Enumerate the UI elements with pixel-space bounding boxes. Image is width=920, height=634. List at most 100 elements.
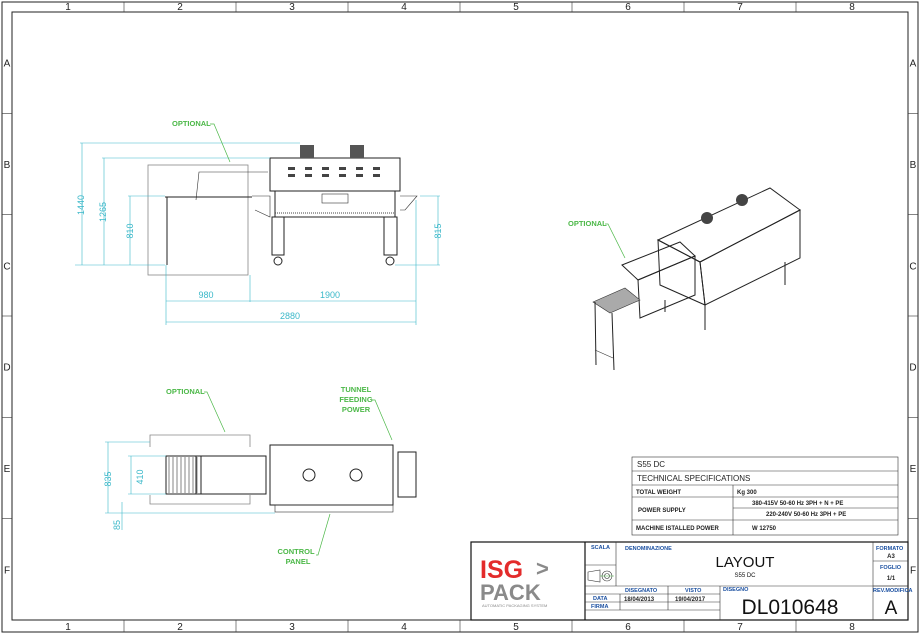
control-panel (321, 193, 349, 204)
logo-isg: ISG (480, 556, 523, 584)
dim-width-2880: 2880 (280, 311, 300, 321)
isometric-view: OPTIONAL (568, 187, 801, 371)
control-panel-callout-2: PANEL (286, 557, 311, 566)
disegnato-label: DISEGNATO (625, 588, 658, 594)
tunnel-feeding-power-callout-2: FEEDING (339, 395, 373, 404)
vent-slot (356, 174, 363, 177)
spec-table: S55 DC TECHNICAL SPECIFICATIONS TOTAL WE… (631, 456, 899, 536)
data-label: DATA (593, 596, 607, 602)
grid-column-label-bottom: 3 (289, 622, 295, 633)
grid-column-label-top: 7 (737, 2, 743, 13)
grid-row-label-right: C (909, 261, 916, 272)
vent-slot (373, 174, 380, 177)
vent-slot (305, 174, 312, 177)
dim-height-810: 810 (125, 223, 135, 238)
grid-column-label-top: 4 (401, 2, 407, 13)
formato-value: A3 (887, 554, 895, 560)
grid-column-label-top: 5 (513, 2, 519, 13)
denominazione-label: DENOMINAZIONE (625, 546, 672, 552)
vent-slot (373, 167, 380, 170)
tunnel-feeding-power-callout-3: POWER (342, 405, 371, 414)
grid-column-label-bottom: 6 (625, 622, 631, 633)
drawing-subtitle: S55 DC (734, 573, 756, 579)
dim-85: 85 (112, 520, 122, 530)
infeed-rollers (165, 455, 202, 495)
top-view: 835 410 85 OPTIONAL TUNNEL FEEDING POWER… (103, 385, 417, 566)
logo-pack: PACK (480, 580, 541, 605)
grid-column-label-bottom: 8 (849, 622, 855, 633)
grid-column-label-bottom: 4 (401, 622, 407, 633)
grid-row-label-right: A (910, 59, 917, 70)
grid-row-label-left: B (4, 160, 11, 171)
dim-height-1265: 1265 (98, 202, 108, 222)
spec-value-power-supply-1: 380-415V 50-60 Hz 3PH + N + PE (752, 501, 843, 507)
spec-label-weight: TOTAL WEIGHT (636, 490, 681, 496)
tunnel-feeding-power-callout: TUNNEL (341, 385, 372, 394)
fan-motor-right (350, 145, 364, 158)
grid-column-label-top: 3 (289, 2, 295, 13)
grid-row-label-left: A (4, 59, 11, 70)
optional-callout-iso: OPTIONAL (568, 219, 607, 228)
dim-width-1900: 1900 (320, 290, 340, 300)
scala-label: SCALA (591, 545, 610, 551)
dim-height-815: 815 (433, 223, 443, 238)
foglio-value: 1/1 (887, 576, 896, 582)
disegno-label: DISEGNO (723, 587, 749, 593)
grid-row-label-right: F (910, 565, 916, 576)
grid-column-label-top: 1 (65, 2, 71, 13)
dim-width-980: 980 (198, 290, 213, 300)
projection-symbol-icon (587, 569, 614, 583)
dim-height-1440: 1440 (76, 195, 86, 215)
grid-column-label-bottom: 2 (177, 622, 183, 633)
spec-label-installed-power: MACHINE ISTALLED POWER (636, 526, 720, 532)
tunnel-top (269, 444, 394, 506)
grid-row-label-left: D (3, 363, 10, 374)
fan-motor-left (300, 145, 314, 158)
control-panel-callout: CONTROL (277, 547, 314, 556)
dim-835: 835 (103, 471, 113, 486)
formato-label: FORMATO (876, 546, 904, 552)
revision-label: REV.MODIFICA (873, 588, 913, 594)
drawing-title: LAYOUT (716, 554, 775, 571)
isg-pack-logo: ISG > PACK AUTOMATIC PACKAGING SYSTEM (480, 556, 549, 608)
visto-label: VISTO (685, 588, 702, 594)
grid-row-label-left: C (3, 261, 10, 272)
foglio-label: FOGLIO (880, 565, 902, 571)
spec-value-installed-power: W 12750 (752, 526, 777, 532)
vent-slot (288, 174, 295, 177)
vent-slot (322, 174, 329, 177)
vent-slot (288, 167, 295, 170)
grid-column-label-top: 6 (625, 2, 631, 13)
optional-callout-top: OPTIONAL (166, 387, 205, 396)
title-block: ISG > PACK AUTOMATIC PACKAGING SYSTEM SC… (470, 541, 913, 621)
vent-slot (322, 167, 329, 170)
firma-label: FIRMA (591, 604, 608, 610)
grid-column-label-bottom: 5 (513, 622, 519, 633)
grid-row-label-right: E (910, 464, 917, 475)
vent-slot (339, 167, 346, 170)
visto-date: 19/04/2017 (675, 597, 706, 603)
grid-row-label-right: D (909, 363, 916, 374)
grid-column-label-top: 8 (849, 2, 855, 13)
spec-title: TECHNICAL SPECIFICATIONS (637, 474, 750, 483)
logo-arrow: > (536, 556, 549, 581)
spec-model: S55 DC (637, 460, 665, 469)
grid-row-label-right: B (910, 160, 917, 171)
grid-column-label-top: 2 (177, 2, 183, 13)
disegnato-date: 18/04/2013 (624, 597, 655, 603)
spec-value-power-supply-2: 220-240V 50-60 Hz 3PH + PE (766, 512, 846, 518)
logo-tagline: AUTOMATIC PACKAGING SYSTEM (482, 603, 547, 608)
vent-slot (339, 174, 346, 177)
grid-column-label-bottom: 7 (737, 622, 743, 633)
grid-row-label-left: F (4, 565, 10, 576)
front-view: 1440 1265 810 815 980 1900 2880 OPTIONAL (75, 119, 443, 325)
grid-column-label-bottom: 1 (65, 622, 71, 633)
grid-row-label-left: E (4, 464, 11, 475)
spec-value-weight: Kg 300 (737, 490, 757, 496)
vent-slot (356, 167, 363, 170)
spec-label-power-supply: POWER SUPPLY (638, 508, 686, 514)
optional-callout: OPTIONAL (172, 119, 211, 128)
